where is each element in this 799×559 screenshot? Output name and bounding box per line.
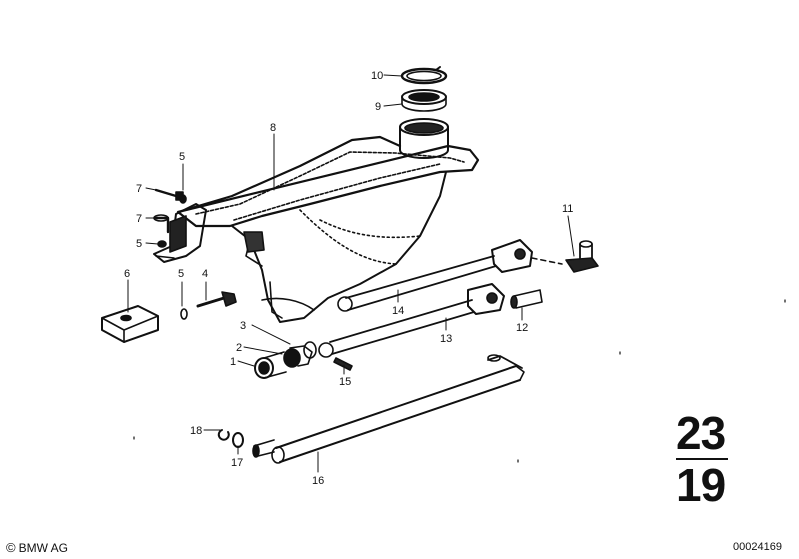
part-4-bolt [196, 291, 237, 308]
label-14: 14 [392, 305, 404, 317]
speck-marks [133, 299, 786, 463]
part-5-washer-upper [179, 194, 187, 204]
label-7: 7 [136, 183, 142, 195]
part-14-shift-rod [337, 239, 563, 312]
document-number: 00024169 [733, 541, 782, 553]
label-8: 8 [270, 122, 276, 134]
part-8-housing [176, 118, 480, 323]
label-2: 2 [236, 342, 242, 354]
label-11: 11 [562, 203, 573, 215]
label-18: 18 [190, 425, 202, 437]
part-16-lever-rod [252, 354, 525, 464]
label-15: 15 [339, 376, 351, 388]
label-17: 17 [231, 457, 243, 469]
group-number-main: 23 [676, 407, 726, 459]
label-9: 9 [375, 101, 381, 113]
part-6-rubber-block [101, 305, 159, 343]
leader-lines [127, 74, 575, 473]
mounting-bracket [153, 203, 207, 263]
part-15-pin [333, 357, 353, 371]
label-6: 6 [124, 268, 130, 280]
part-9-ring [401, 89, 447, 112]
part-13-shift-rod [318, 283, 505, 358]
label-5: 5 [179, 151, 185, 163]
label-5: 5 [178, 268, 184, 280]
part-1-bushing [254, 351, 287, 379]
part-5-washer-lower [157, 240, 167, 248]
part-18-circlip [217, 429, 230, 441]
label-12: 12 [516, 322, 528, 334]
part-12-pin [510, 289, 543, 309]
label-5: 5 [136, 238, 142, 250]
part-10-circlip [400, 66, 448, 85]
copyright-text: BMW AG [18, 540, 68, 555]
copyright-icon: © [6, 540, 16, 555]
label-1: 1 [230, 356, 236, 368]
label-7: 7 [136, 213, 142, 225]
group-number-sub: 19 [676, 459, 726, 511]
group-divider [676, 458, 728, 460]
label-4: 4 [202, 268, 208, 280]
part-3-ring [303, 341, 317, 359]
label-10: 10 [371, 70, 383, 82]
label-3: 3 [240, 320, 246, 332]
part-17-washer [232, 432, 244, 448]
label-13: 13 [440, 333, 452, 345]
part-5-washer-mid [180, 308, 188, 320]
label-16: 16 [312, 475, 324, 487]
part-7-bolt-upper [154, 188, 184, 201]
part-2-bushing [283, 345, 313, 368]
copyright-notice: © BMW AG [6, 540, 68, 555]
part-11-pin [565, 240, 599, 273]
